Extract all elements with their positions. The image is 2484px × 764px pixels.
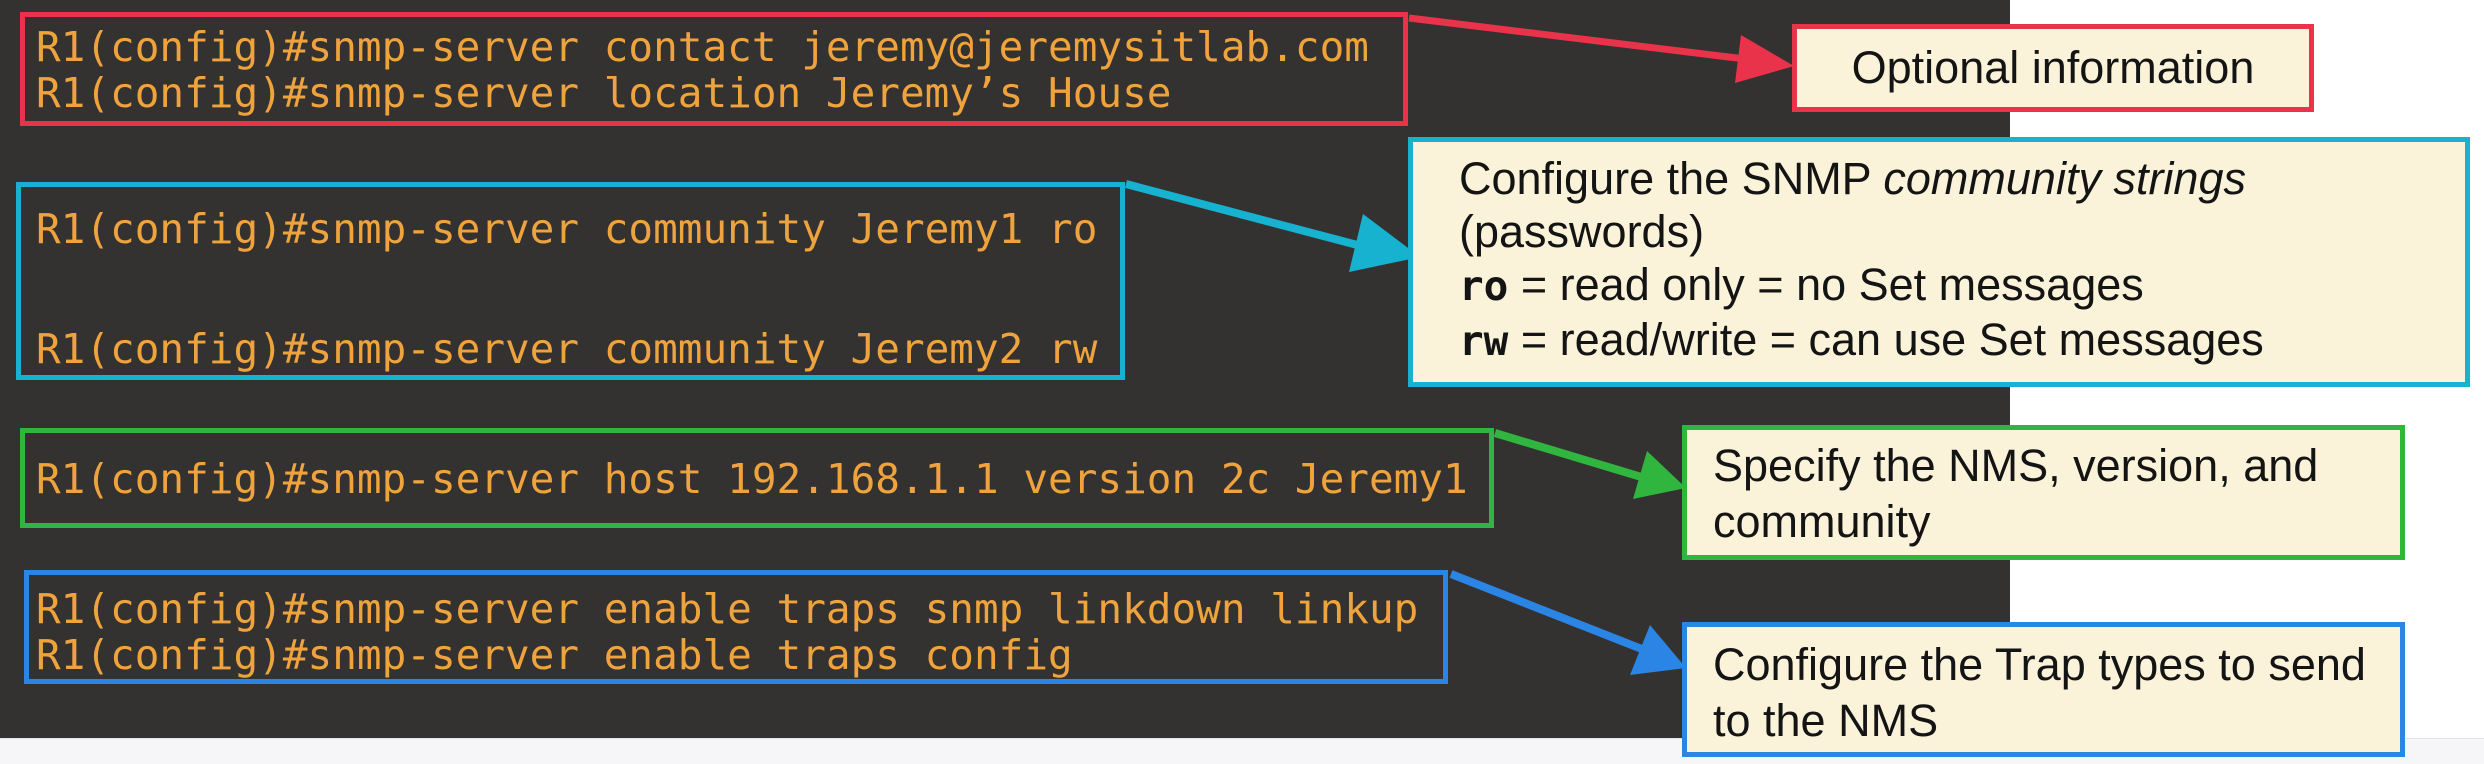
terminal-line: R1(config)#snmp-server community Jeremy1… xyxy=(36,205,1098,253)
callout-community-intro-italic: community strings xyxy=(1883,153,2246,204)
ro-keyword: ro xyxy=(1459,262,1509,310)
callout-optional-information: Optional information xyxy=(1792,24,2314,112)
rw-keyword: rw xyxy=(1459,317,1509,365)
callout-community-intro: Configure the SNMP community strings xyxy=(1459,152,2449,205)
code-group-snmp-host xyxy=(20,428,1494,528)
callout-community-passwords: (passwords) xyxy=(1459,206,1705,257)
terminal-line: R1(config)#snmp-server enable traps snmp… xyxy=(36,585,1419,633)
code-group-enable-traps xyxy=(24,570,1448,684)
code-group-contact-location xyxy=(20,12,1408,126)
code-group-community-strings xyxy=(16,182,1125,380)
callout-community-rw-line: rw = read/write = can use Set messages xyxy=(1459,313,2449,368)
callout-community-strings: Configure the SNMP community strings (pa… xyxy=(1408,137,2470,387)
ro-definition: = read only = no Set messages xyxy=(1508,259,2144,310)
callout-trap-types-text: Configure the Trap types to send to the … xyxy=(1713,639,2366,746)
callout-community-ro-line: ro = read only = no Set messages xyxy=(1459,258,2449,313)
terminal-line: R1(config)#snmp-server enable traps conf… xyxy=(36,631,1073,679)
terminal-line: R1(config)#snmp-server location Jeremy’s… xyxy=(36,69,1172,117)
terminal-line: R1(config)#snmp-server community Jeremy2… xyxy=(36,325,1098,373)
terminal-line: R1(config)#snmp-server contact jeremy@je… xyxy=(36,23,1369,71)
callout-trap-types: Configure the Trap types to send to the … xyxy=(1682,622,2405,757)
rw-definition: = read/write = can use Set messages xyxy=(1508,314,2264,365)
callout-specify-nms: Specify the NMS, version, and community xyxy=(1682,425,2405,560)
callout-optional-text: Optional information xyxy=(1851,42,2255,93)
callout-community-intro-prefix: Configure the SNMP xyxy=(1459,153,1884,204)
terminal-line: R1(config)#snmp-server host 192.168.1.1 … xyxy=(36,455,1468,503)
callout-specify-nms-text: Specify the NMS, version, and community xyxy=(1713,440,2319,547)
